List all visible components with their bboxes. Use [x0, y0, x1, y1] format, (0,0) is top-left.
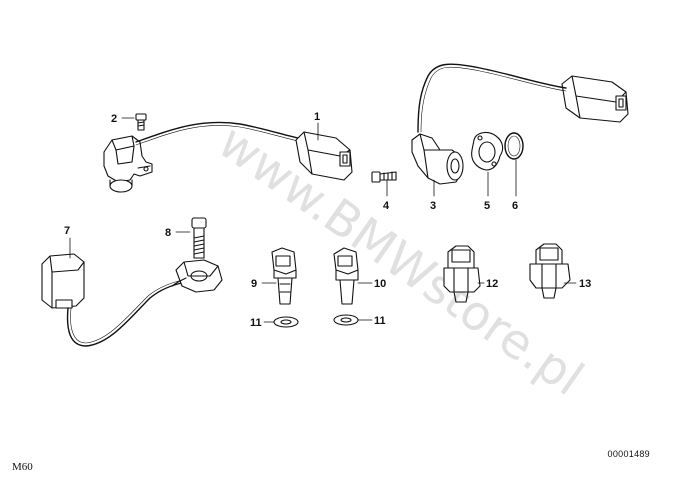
callout-9: 9	[251, 278, 257, 290]
pressure-switch-part-13	[529, 243, 571, 299]
callout-8: 8	[165, 227, 171, 239]
camshaft-sensor-assembly	[411, 63, 629, 185]
drawing-number: 00001489	[607, 449, 650, 459]
callout-1: 1	[314, 111, 320, 123]
callout-13: 13	[579, 278, 591, 290]
callout-2: 2	[111, 113, 117, 125]
callout-6: 6	[512, 200, 518, 212]
callout-3: 3	[430, 200, 436, 212]
model-code: M60	[12, 461, 33, 473]
callout-5: 5	[484, 200, 490, 212]
knock-sensor-assembly	[41, 253, 223, 347]
temperature-sensor-part-10	[333, 247, 359, 305]
callout-11b: 11	[374, 315, 386, 327]
callout-10: 10	[374, 278, 386, 290]
callout-12: 12	[486, 278, 498, 290]
gasket-part-5	[471, 131, 504, 171]
pressure-switch-part-12	[443, 245, 481, 303]
sealing-ring-part-11a	[273, 316, 299, 328]
leader-lines	[69, 117, 577, 323]
sealing-ring-part-11b	[333, 314, 359, 326]
screw-part-2	[135, 113, 147, 131]
callout-4: 4	[383, 200, 390, 212]
screw-part-4	[371, 171, 397, 183]
o-ring-part-6	[504, 132, 524, 160]
temperature-sensor-part-9	[271, 247, 297, 305]
callout-11a: 11	[250, 317, 262, 329]
bolt-part-8	[191, 217, 207, 259]
callout-7: 7	[64, 225, 70, 237]
crankshaft-sensor-assembly	[103, 121, 353, 193]
